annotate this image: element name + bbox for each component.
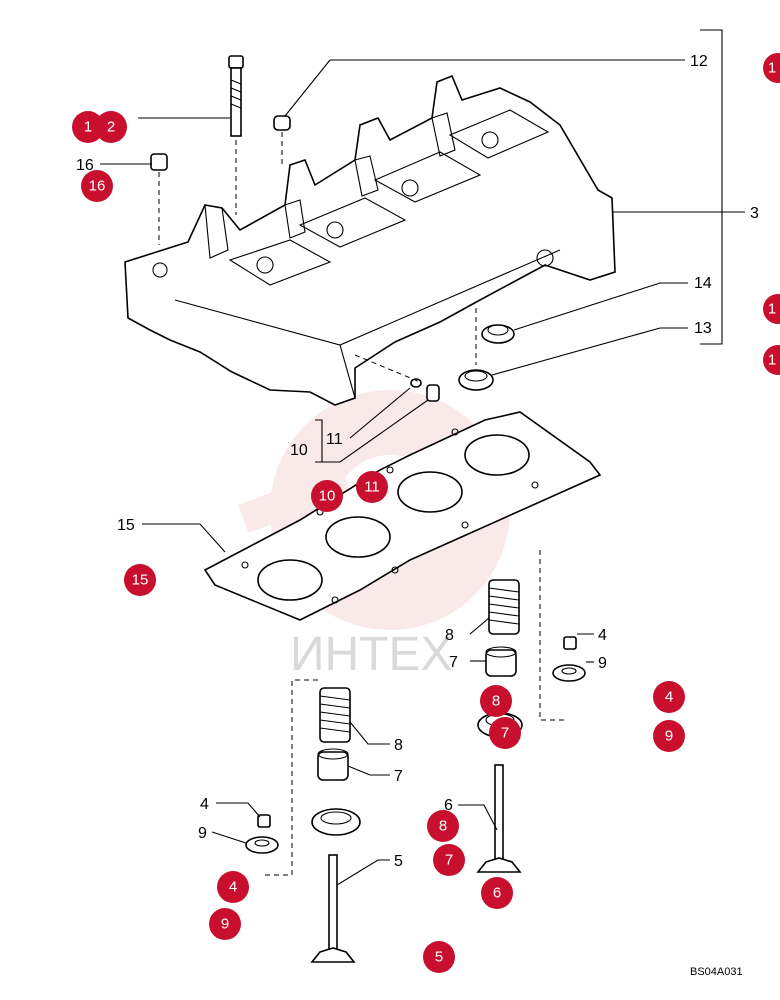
badge-1b[interactable]: 1 (763, 53, 780, 83)
cylinder-head (124, 74, 616, 406)
badge-1d[interactable]: 1 (763, 345, 780, 375)
svg-text:10: 10 (319, 488, 336, 505)
seat-left (311, 808, 361, 836)
callout-9-right: 9 (598, 655, 607, 672)
retainer-9-left (245, 836, 279, 854)
spring-8-right (488, 579, 520, 635)
badge-8b[interactable]: 8 (427, 810, 459, 842)
badge-2[interactable]: 2 (95, 111, 127, 143)
washer-11 (410, 378, 422, 388)
plug-12 (273, 115, 291, 131)
badge-8a[interactable]: 8 (480, 685, 512, 717)
badge-7b[interactable]: 7 (433, 844, 465, 876)
svg-text:5: 5 (435, 949, 443, 966)
svg-text:7: 7 (501, 725, 509, 742)
valve-5 (310, 854, 356, 963)
seal-7-left (317, 748, 349, 781)
seal-7-right (485, 646, 517, 677)
index-badges: 1 2 16 1 1 1 10 11 (72, 53, 780, 973)
callout-8-left: 8 (394, 737, 403, 754)
callout-14: 14 (694, 275, 712, 292)
badge-7a[interactable]: 7 (489, 717, 521, 749)
badge-10[interactable]: 10 (311, 480, 343, 512)
callout-6: 6 (444, 797, 453, 814)
callout-8-right: 8 (445, 627, 454, 644)
leader-lines (100, 29, 745, 886)
seal-13 (458, 369, 494, 391)
badge-4a[interactable]: 4 (653, 681, 685, 713)
callout-3: 3 (750, 205, 759, 222)
dowel-16 (150, 153, 168, 171)
svg-text:15: 15 (132, 572, 149, 589)
keeper-4-left (257, 814, 271, 828)
retainer-9-right (552, 664, 586, 682)
svg-text:7: 7 (445, 852, 453, 869)
keeper-4-right (563, 636, 577, 650)
svg-text:1: 1 (84, 119, 92, 136)
callout-numbers: 12 16 3 14 13 11 10 15 8 4 7 9 8 7 4 6 9… (76, 53, 759, 870)
callout-5: 5 (394, 853, 403, 870)
svg-text:1: 1 (768, 60, 776, 77)
badge-6[interactable]: 6 (481, 877, 513, 909)
callout-12: 12 (690, 53, 708, 70)
callout-7-right: 7 (449, 654, 458, 671)
callout-16: 16 (76, 157, 94, 174)
svg-text:4: 4 (229, 879, 237, 896)
svg-text:1: 1 (768, 301, 776, 318)
svg-text:8: 8 (492, 693, 500, 710)
callout-9-left: 9 (198, 825, 207, 842)
badge-5[interactable]: 5 (423, 941, 455, 973)
right-valve-axis (539, 550, 568, 721)
svg-text:1: 1 (768, 352, 776, 369)
badge-1a[interactable]: 1 (72, 111, 104, 143)
svg-text:9: 9 (221, 916, 229, 933)
svg-text:2: 2 (107, 119, 115, 136)
head-bolt (228, 55, 244, 137)
callout-10: 10 (290, 442, 308, 459)
callout-11: 11 (326, 431, 343, 448)
badge-1c[interactable]: 1 (763, 294, 780, 324)
spring-8-left (319, 687, 351, 743)
badge-11[interactable]: 11 (356, 471, 388, 503)
svg-text:4: 4 (665, 689, 673, 706)
screw-10 (426, 384, 440, 402)
svg-text:6: 6 (493, 885, 501, 902)
svg-text:16: 16 (89, 178, 106, 195)
callout-7-left: 7 (394, 768, 403, 785)
callout-4-right: 4 (598, 627, 607, 644)
drawing-code: BS04A031 (690, 966, 743, 978)
valve-6 (476, 764, 522, 873)
svg-text:9: 9 (665, 728, 673, 745)
callout-15: 15 (117, 517, 135, 534)
badge-4b[interactable]: 4 (217, 871, 249, 903)
callout-13: 13 (694, 320, 712, 337)
badge-15[interactable]: 15 (124, 564, 156, 596)
head-gasket (203, 411, 602, 621)
badge-9a[interactable]: 9 (653, 720, 685, 752)
left-valve-axis (265, 679, 320, 876)
badge-16[interactable]: 16 (81, 170, 113, 202)
callout-4-left: 4 (200, 796, 209, 813)
small-parts-axis (354, 354, 421, 383)
svg-text:11: 11 (364, 479, 380, 496)
seal-14 (481, 324, 515, 344)
badge-9b[interactable]: 9 (209, 908, 241, 940)
svg-text:8: 8 (439, 818, 447, 835)
watermark-text: ИНТЕХ (290, 628, 453, 681)
